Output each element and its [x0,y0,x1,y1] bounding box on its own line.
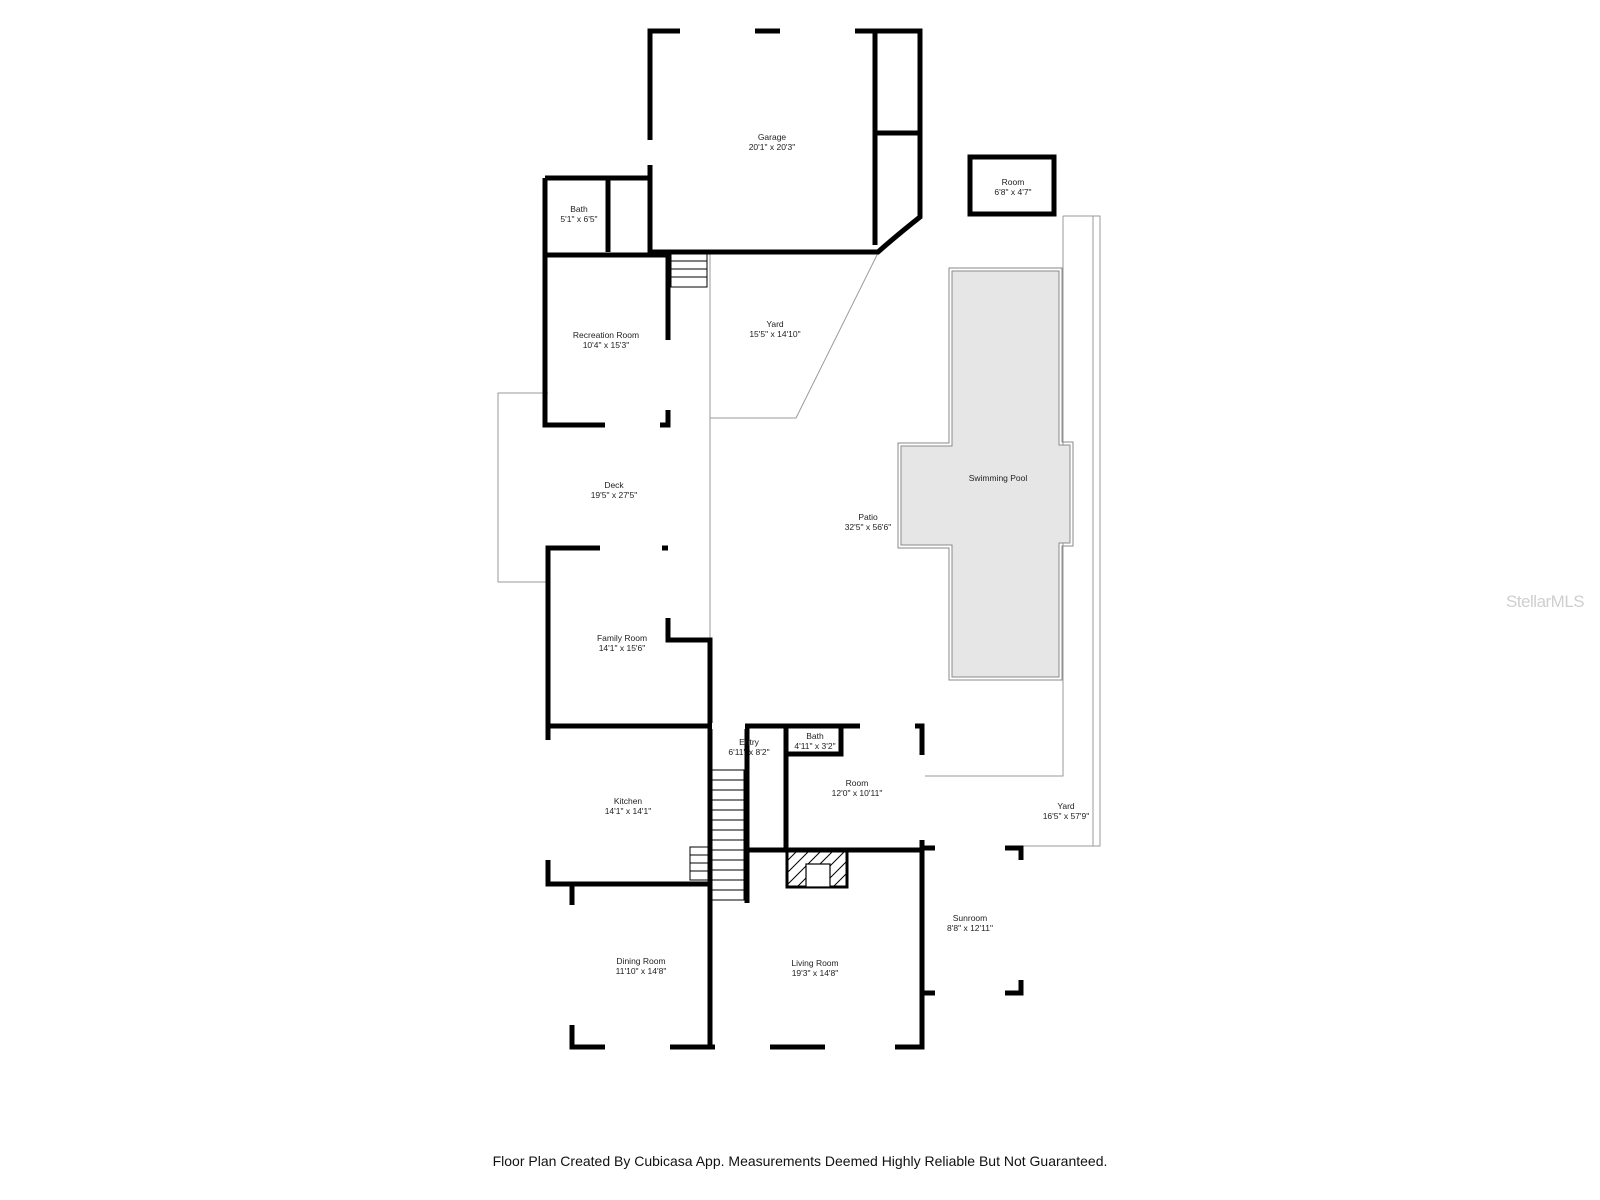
size-entry: 6'11" x 8'2" [728,747,769,757]
size-room-small: 6'8" x 4'7" [994,187,1031,197]
label-patio: Patio [858,512,878,522]
label-deck: Deck [604,480,624,490]
stairs-main [711,769,745,901]
label-pool: Swimming Pool [969,473,1028,483]
stairs-side-treads [690,854,710,872]
deck-outline [497,392,548,583]
footer-disclaimer: Floor Plan Created By Cubicasa App. Meas… [492,1153,1108,1169]
size-living: 19'3" x 14'8" [792,968,839,978]
windows [545,28,1024,1050]
bath-bottom-walls [783,723,844,757]
label-bath-top: Bath [570,204,588,214]
patio-lower-edge [922,216,1064,777]
label-sunroom: Sunroom [953,913,988,923]
size-sunroom: 8'8" x 12'11" [947,923,993,933]
label-entry: Entry [739,737,760,747]
stairs-main-treads [712,779,744,891]
garage-walls [647,28,923,255]
size-patio: 32'5" x 56'6" [845,522,892,532]
small-room-walls [967,154,1057,217]
label-garage: Garage [758,132,787,142]
stairs [670,252,745,901]
fireplace-hearth [805,863,831,888]
label-yard-right: Yard [1057,801,1075,811]
size-recreation: 10'4" x 15'3" [583,340,630,350]
room-labels: Garage 20'1" x 20'3" Room 6'8" x 4'7" Ba… [560,132,1089,978]
label-recreation: Recreation Room [573,330,639,340]
size-dining: 11'10" x 14'8" [616,966,667,976]
label-living: Living Room [791,958,838,968]
watermark: StellarMLS [1506,592,1585,611]
size-garage: 20'1" x 20'3" [749,142,796,152]
fireplace [785,849,849,889]
bath-top-walls [542,175,653,255]
label-room-small: Room [1002,177,1025,187]
size-yard-right: 16'5" x 57'9" [1043,811,1090,821]
label-bath-bottom: Bath [806,731,824,741]
size-kitchen: 14'1" x 14'1" [605,806,652,816]
label-family: Family Room [597,633,647,643]
pool-inner [900,270,1071,678]
size-yard-top: 15'5" x 14'10" [749,329,800,339]
size-room-mid: 12'0" x 10'11" [832,788,883,798]
size-bath-top: 5'1" x 6'5" [560,214,597,224]
size-family: 14'1" x 15'6" [599,643,646,653]
stairs-top-treads [671,260,707,278]
pool-outer [897,267,1074,681]
label-room-mid: Room [846,778,869,788]
size-deck: 19'5" x 27'5" [591,490,638,500]
stairs-top [670,252,708,288]
swimming-pool [897,267,1074,681]
label-kitchen: Kitchen [614,796,643,806]
size-bath-bottom: 4'11" x 3'2" [794,741,835,751]
label-dining: Dining Room [616,956,665,966]
label-yard-top: Yard [766,319,784,329]
